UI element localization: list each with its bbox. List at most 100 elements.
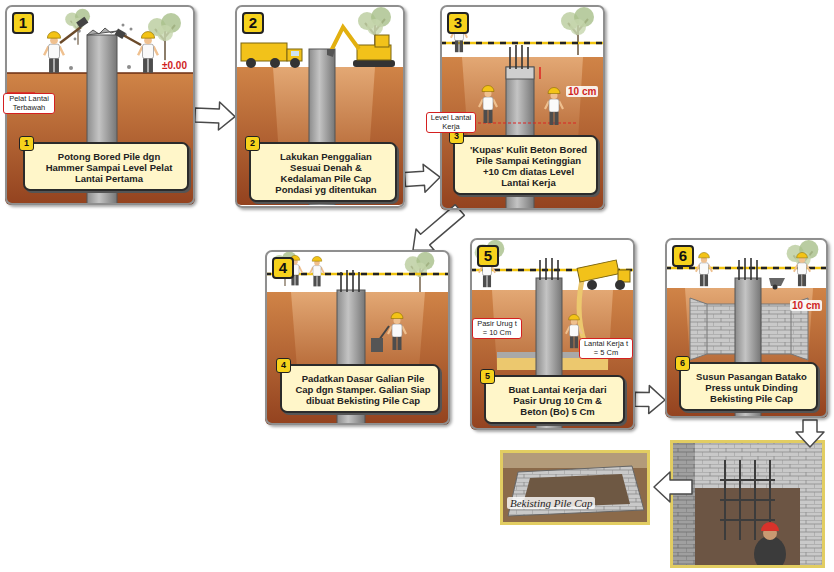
- rebar: [540, 258, 558, 280]
- step-number: 1: [12, 12, 34, 34]
- formwork-photo: [500, 450, 650, 525]
- step-caption: Padatkan Dasar Galian Pile Cap dgn Stamp…: [295, 373, 431, 406]
- step-2-scene: [235, 5, 405, 205]
- excavator: [327, 27, 395, 67]
- site-photo: [670, 440, 825, 568]
- step-caption: Susun Pasangan Batako Press untuk Dindin…: [694, 371, 809, 404]
- level-callout: Pelat Lantai Terbawah: [3, 93, 55, 114]
- step-caption: 'Kupas' Kulit Beton Bored Pile Sampai Ke…: [468, 144, 589, 188]
- dump-truck: [291, 51, 299, 56]
- step-caption: Buat Lantai Kerja dari Pasir Urug 10 Cm …: [499, 384, 616, 417]
- step-caption: Potong Bored Pile dgn Hammer Sampai Leve…: [38, 151, 180, 184]
- worker: [310, 256, 324, 286]
- step-4-scene: [265, 250, 450, 425]
- dump-truck: [241, 43, 287, 61]
- hammer: [60, 27, 81, 43]
- photo-frame: Bekisting Pile Cap: [500, 450, 650, 525]
- block-wall: [690, 298, 707, 360]
- safety-line: [440, 42, 605, 45]
- site-photo: [670, 440, 695, 568]
- dump-truck: [587, 280, 597, 290]
- worker: [388, 313, 406, 351]
- photo-caption: Bekisting Pile Cap: [507, 497, 595, 509]
- step-number: 2: [242, 12, 264, 34]
- rebar: [510, 45, 528, 69]
- caption-box: 5Buat Lantai Kerja dari Pasir Urug 10 Cm…: [484, 375, 625, 424]
- safety-line: [440, 42, 605, 45]
- step-3-scene: [440, 5, 605, 210]
- step-panel: 2 2Lakukan Penggalian Sesuai Denah & Keda…: [235, 5, 405, 208]
- step-1-scene: [65, 9, 90, 45]
- excavator: [327, 49, 335, 57]
- hammer: [76, 17, 88, 28]
- dimension-label: ±0.00: [160, 60, 189, 71]
- worker: [479, 86, 497, 124]
- level-callout: Level Lantai Kerja: [426, 112, 476, 133]
- site-photo: [800, 440, 825, 568]
- step-number-badge: 4: [276, 358, 291, 373]
- soil: [440, 57, 605, 210]
- concrete-debris: [127, 65, 131, 69]
- step-number-badge: 2: [245, 136, 260, 151]
- excavator: [331, 27, 359, 51]
- dump-truck: [615, 280, 625, 290]
- step-panel: 66Susun Pasangan Batako Press untuk Dind…: [665, 238, 828, 418]
- dump-truck: [270, 58, 280, 68]
- rebar: [341, 270, 359, 292]
- wheelbarrow: [769, 278, 785, 286]
- excavator: [353, 60, 395, 67]
- stamper: [379, 326, 389, 340]
- excavator: [375, 35, 389, 47]
- flow-arrow: [796, 420, 824, 447]
- worker: [138, 32, 158, 73]
- dimension-label: 10 cm: [790, 300, 822, 311]
- dimension-label: 10 cm: [566, 86, 598, 97]
- concrete-debris: [74, 38, 77, 41]
- step-5-scene: [470, 238, 635, 430]
- concrete-debris: [122, 24, 125, 27]
- dimension-mark: [539, 67, 541, 79]
- hammer: [115, 28, 126, 39]
- step-number: 6: [672, 245, 694, 267]
- worker: [545, 88, 563, 126]
- step-number-badge: 1: [19, 136, 34, 151]
- concrete-debris: [69, 24, 133, 71]
- step-1-scene: [87, 28, 117, 35]
- step-3-scene: [561, 7, 594, 55]
- caption-box: 3'Kupas' Kulit Beton Bored Pile Sampai K…: [453, 135, 598, 195]
- step-number-badge: 6: [675, 356, 690, 371]
- site-photo: [754, 536, 786, 568]
- dump-truck: [241, 43, 302, 68]
- step-3-scene: [440, 5, 605, 210]
- level-callout: Lantai Kerja t = 5 Cm: [579, 338, 633, 359]
- step-number: 3: [447, 12, 469, 34]
- site-photo: [672, 442, 824, 567]
- site-photo: [670, 440, 695, 568]
- formwork-photo: [500, 450, 650, 525]
- caption-box: 6Susun Pasangan Batako Press untuk Dindi…: [679, 362, 818, 411]
- step-caption: Lakukan Penggalian Sesuai Denah & Kedala…: [264, 151, 388, 195]
- worker: [696, 252, 712, 286]
- formwork-photo: [508, 466, 644, 516]
- step-6-scene: [665, 238, 828, 418]
- rebar: [739, 258, 757, 280]
- dump-truck: [290, 58, 300, 68]
- stamper: [371, 338, 383, 352]
- flow-arrow: [195, 102, 235, 130]
- step-6-scene: [787, 240, 819, 286]
- step-2-scene: [235, 5, 405, 205]
- step-number-badge: 5: [480, 369, 495, 384]
- worker: [794, 252, 810, 286]
- flow-arrow: [413, 205, 464, 251]
- level-callout: Pasir Urug t = 10 Cm: [472, 318, 522, 339]
- dump-truck: [577, 260, 619, 282]
- dump-truck: [246, 58, 256, 68]
- step-4-scene: [265, 250, 450, 425]
- caption-box: 4Padatkan Dasar Galian Pile Cap dgn Stam…: [280, 364, 440, 413]
- step-number: 4: [272, 257, 294, 279]
- site-photo: [761, 522, 779, 531]
- step-panel: 44Padatkan Dasar Galian Pile Cap dgn Sta…: [265, 250, 450, 425]
